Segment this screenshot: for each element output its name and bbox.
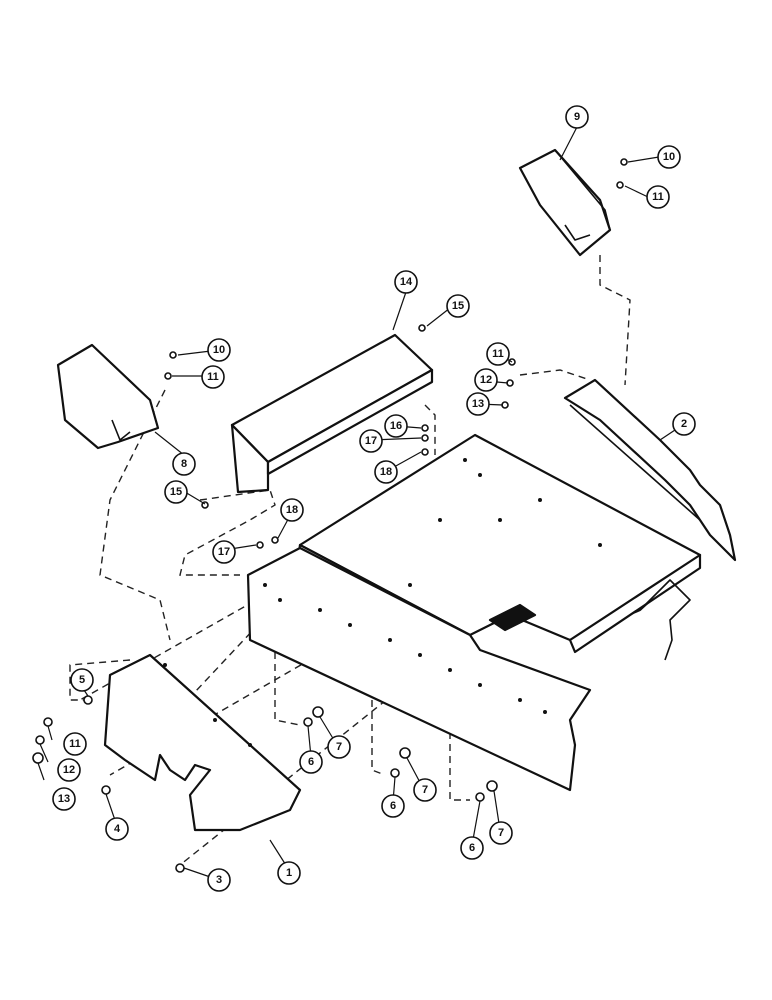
callout-label: 15 xyxy=(170,486,182,498)
part-1-bracket xyxy=(103,653,302,832)
callout-7a: 7 xyxy=(327,735,351,759)
callout-2: 2 xyxy=(672,412,696,436)
callout-16: 16 xyxy=(384,414,408,438)
callout-label: 11 xyxy=(652,191,664,203)
callout-label: 15 xyxy=(452,300,464,312)
callout-label: 11 xyxy=(69,738,81,750)
callout-11b: 11 xyxy=(201,365,225,389)
callout-10a: 10 xyxy=(657,145,681,169)
callout-label: 6 xyxy=(308,756,314,768)
callout-label: 11 xyxy=(207,371,219,383)
callout-label: 10 xyxy=(663,151,675,163)
callout-13b: 13 xyxy=(52,787,76,811)
callout-11a: 11 xyxy=(646,185,670,209)
callout-label: 6 xyxy=(469,842,475,854)
callout-label: 5 xyxy=(79,674,85,686)
callout-label: 12 xyxy=(63,764,75,776)
callout-label: 1 xyxy=(286,867,292,879)
callout-label: 18 xyxy=(380,466,392,478)
callout-1: 1 xyxy=(277,861,301,885)
callout-15b: 15 xyxy=(164,480,188,504)
callout-17a: 17 xyxy=(359,429,383,453)
mounting-holes xyxy=(163,458,602,747)
callout-11d: 11 xyxy=(63,732,87,756)
callout-label: 13 xyxy=(472,398,484,410)
callout-12a: 12 xyxy=(474,368,498,392)
callout-14: 14 xyxy=(394,270,418,294)
callout-11c: 11 xyxy=(486,342,510,366)
callout-13a: 13 xyxy=(466,392,490,416)
callout-label: 12 xyxy=(480,374,492,386)
callout-12b: 12 xyxy=(57,758,81,782)
callout-label: 4 xyxy=(114,823,121,835)
callout-18b: 18 xyxy=(280,498,304,522)
callout-5: 5 xyxy=(70,668,94,692)
callout-8: 8 xyxy=(172,452,196,476)
callout-label: 2 xyxy=(681,418,687,430)
callout-label: 9 xyxy=(574,111,580,123)
callout-15a: 15 xyxy=(446,294,470,318)
callout-label: 7 xyxy=(498,827,504,839)
callout-label: 17 xyxy=(365,435,377,447)
callout-7c: 7 xyxy=(489,821,513,845)
callout-label: 14 xyxy=(400,276,413,288)
callout-label: 16 xyxy=(390,420,402,432)
callout-6b: 6 xyxy=(381,794,405,818)
part-14-upper-shield xyxy=(230,333,434,494)
callout-10b: 10 xyxy=(207,338,231,362)
callout-label: 8 xyxy=(181,458,187,470)
callout-6c: 6 xyxy=(460,836,484,860)
callout-label: 7 xyxy=(422,784,428,796)
callout-label: 7 xyxy=(336,741,342,753)
callout-label: 17 xyxy=(218,546,230,558)
callout-9: 9 xyxy=(565,105,589,129)
callout-17b: 17 xyxy=(212,540,236,564)
callout-label: 3 xyxy=(216,874,222,886)
callout-label: 11 xyxy=(492,348,504,360)
callout-18a: 18 xyxy=(374,460,398,484)
callout-label: 18 xyxy=(286,504,298,516)
callout-4: 4 xyxy=(105,817,129,841)
callout-6a: 6 xyxy=(299,750,323,774)
main-lower-panel xyxy=(246,546,592,792)
part-9-top-cover xyxy=(518,148,612,257)
callout-label: 13 xyxy=(58,793,70,805)
callout-7b: 7 xyxy=(413,778,437,802)
callout-3: 3 xyxy=(207,868,231,892)
callout-label: 10 xyxy=(213,344,225,356)
part-8-side-cover xyxy=(56,343,160,450)
callout-label: 6 xyxy=(390,800,396,812)
